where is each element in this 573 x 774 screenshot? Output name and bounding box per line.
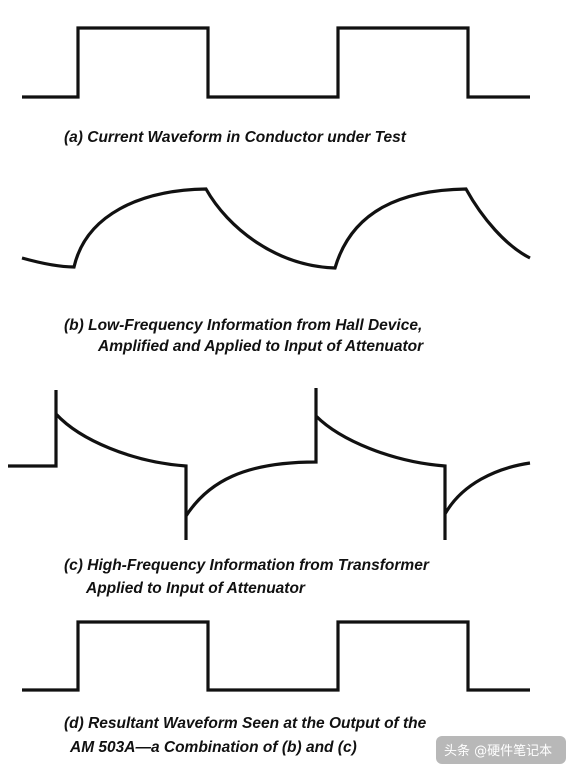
caption-c-line1: (c) High-Frequency Information from Tran… [64,557,430,574]
watermark-backdrop [436,736,566,764]
waveform-d-resultant [22,620,530,692]
caption-c-line2: Applied to Input of Attenuator [85,580,306,597]
caption-a-line1: (a) Current Waveform in Conductor under … [64,129,407,146]
watermark-text: 头条 @硬件笔记本 [444,743,552,759]
waveform-b-low-frequency [21,187,531,270]
waveform-c-high-frequency [8,388,531,540]
watermark: 头条 @硬件笔记本 [436,736,566,764]
caption-d-line2: AM 503A—a Combination of (b) and (c) [69,739,357,756]
caption-b-line1: (b) Low-Frequency Information from Hall … [64,317,422,334]
caption-d-line1: (d) Resultant Waveform Seen at the Outpu… [64,715,427,732]
waveform-a-square [22,26,530,99]
caption-b-line2: Amplified and Applied to Input of Attenu… [97,338,424,355]
